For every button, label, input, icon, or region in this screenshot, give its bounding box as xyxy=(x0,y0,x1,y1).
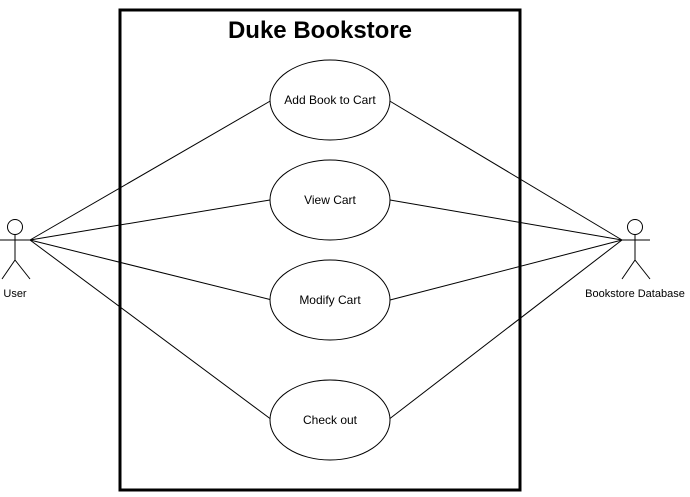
use-case-label: View Cart xyxy=(304,193,356,207)
association-user-check-out xyxy=(29,239,273,421)
association-user-add-book-to-cart xyxy=(29,99,273,241)
actor-bookstore-database[interactable]: Bookstore Database xyxy=(585,219,685,301)
association-user-view-cart xyxy=(29,199,271,241)
stick-figure-icon xyxy=(620,219,651,280)
association-check-out-database xyxy=(387,239,623,421)
actor-label: Bookstore Database xyxy=(585,288,685,300)
use-case-ellipse[interactable] xyxy=(269,379,391,461)
use-case-label: Modify Cart xyxy=(299,293,361,307)
use-case-label: Check out xyxy=(303,413,358,427)
use-case-ellipse[interactable] xyxy=(269,59,391,141)
association-user-modify-cart xyxy=(29,239,273,301)
actor-label: User xyxy=(3,288,27,300)
use-case-view-cart[interactable]: View Cart xyxy=(269,159,391,241)
actor-user[interactable]: User xyxy=(0,219,31,301)
use-case-check-out[interactable]: Check out xyxy=(269,379,391,461)
associations xyxy=(29,99,623,421)
association-add-book-to-cart-database xyxy=(387,99,623,241)
use-case-label: Add Book to Cart xyxy=(284,93,376,107)
association-view-cart-database xyxy=(389,199,623,241)
association-modify-cart-database xyxy=(389,239,623,301)
use-case-modify-cart[interactable]: Modify Cart xyxy=(269,259,391,341)
use-case-add-book-to-cart[interactable]: Add Book to Cart xyxy=(269,59,391,141)
stick-figure-icon xyxy=(0,219,31,280)
system-boundary: Duke Bookstore xyxy=(118,8,522,492)
use-case-ellipse[interactable] xyxy=(269,259,391,341)
use-case-ellipse[interactable] xyxy=(269,159,391,241)
system-boundary-box xyxy=(118,8,522,492)
system-boundary-title: Duke Bookstore xyxy=(228,17,412,44)
